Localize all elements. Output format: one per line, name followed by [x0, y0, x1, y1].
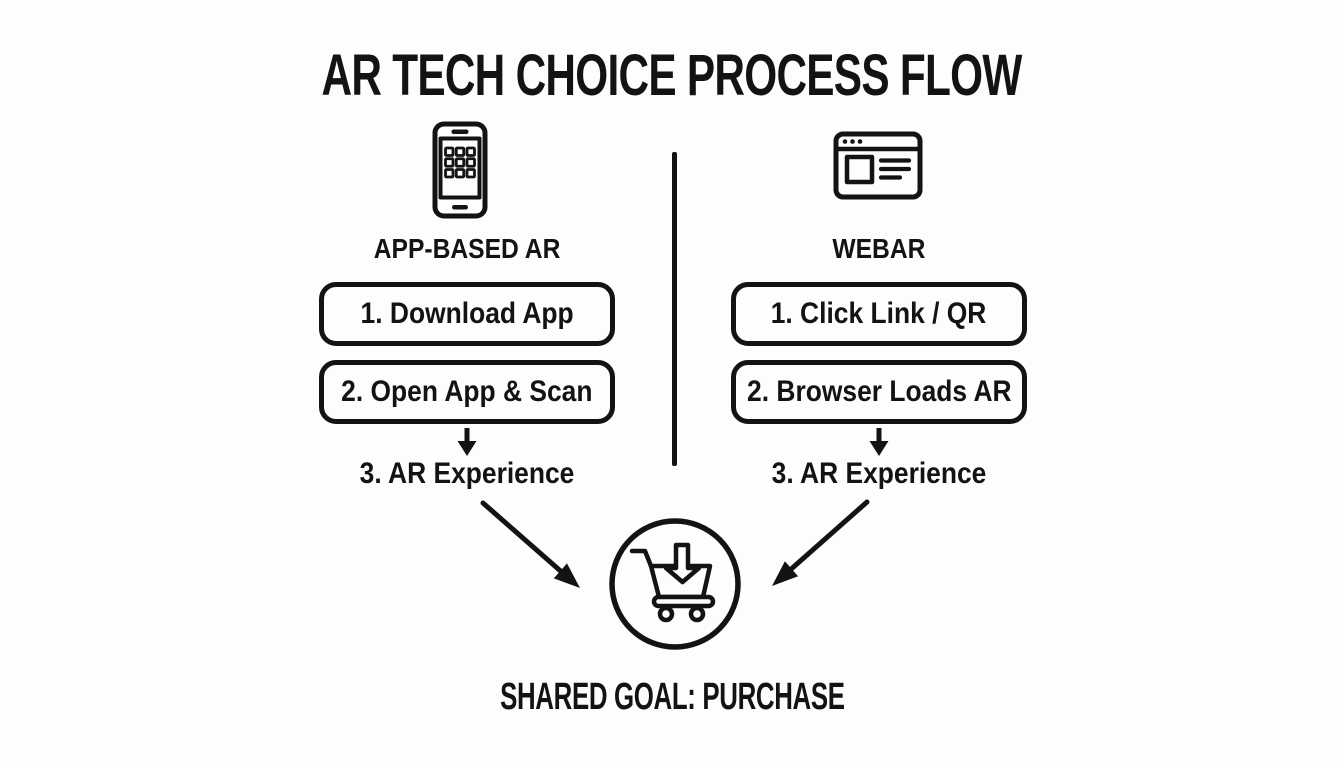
column-heading-app-based: APP-BASED AR: [319, 233, 615, 265]
final-step-text: 3. AR Experience: [771, 457, 987, 490]
step-label: 2. Open App & Scan: [341, 375, 593, 408]
step-label: 2. Browser Loads AR: [746, 375, 1012, 408]
smartphone-icon: [432, 121, 488, 219]
step-box-app-2: 2. Open App & Scan: [319, 360, 615, 424]
cart-download-icon: [609, 518, 741, 650]
final-step-app: 3. AR Experience: [319, 457, 615, 491]
step-box-web-1: 1. Click Link / QR: [731, 282, 1027, 346]
browser-window-icon: [833, 131, 923, 200]
page-title: AR TECH CHOICE PROCESS FLOW: [0, 43, 1344, 108]
final-step-web: 3. AR Experience: [731, 457, 1027, 491]
flow-arrow-left-icon: [480, 500, 580, 588]
divider-line: [672, 152, 677, 466]
step-box-app-1: 1. Download App: [319, 282, 615, 346]
column-heading-text: APP-BASED AR: [373, 233, 561, 264]
step-label: 1. Download App: [360, 297, 574, 330]
column-heading-text: WEBAR: [832, 233, 926, 264]
shared-goal-label: SHARED GOAL: PURCHASE: [0, 676, 1344, 719]
final-step-text: 3. AR Experience: [359, 457, 575, 490]
column-heading-webar: WEBAR: [731, 233, 1027, 265]
page-title-text: AR TECH CHOICE PROCESS FLOW: [321, 43, 1023, 108]
flow-arrow-right-icon: [772, 499, 870, 586]
down-arrow-icon: [869, 428, 889, 456]
down-arrow-icon: [457, 428, 477, 456]
step-box-web-2: 2. Browser Loads AR: [731, 360, 1027, 424]
step-label: 1. Click Link / QR: [771, 297, 987, 330]
shared-goal-text: SHARED GOAL: PURCHASE: [499, 676, 845, 718]
